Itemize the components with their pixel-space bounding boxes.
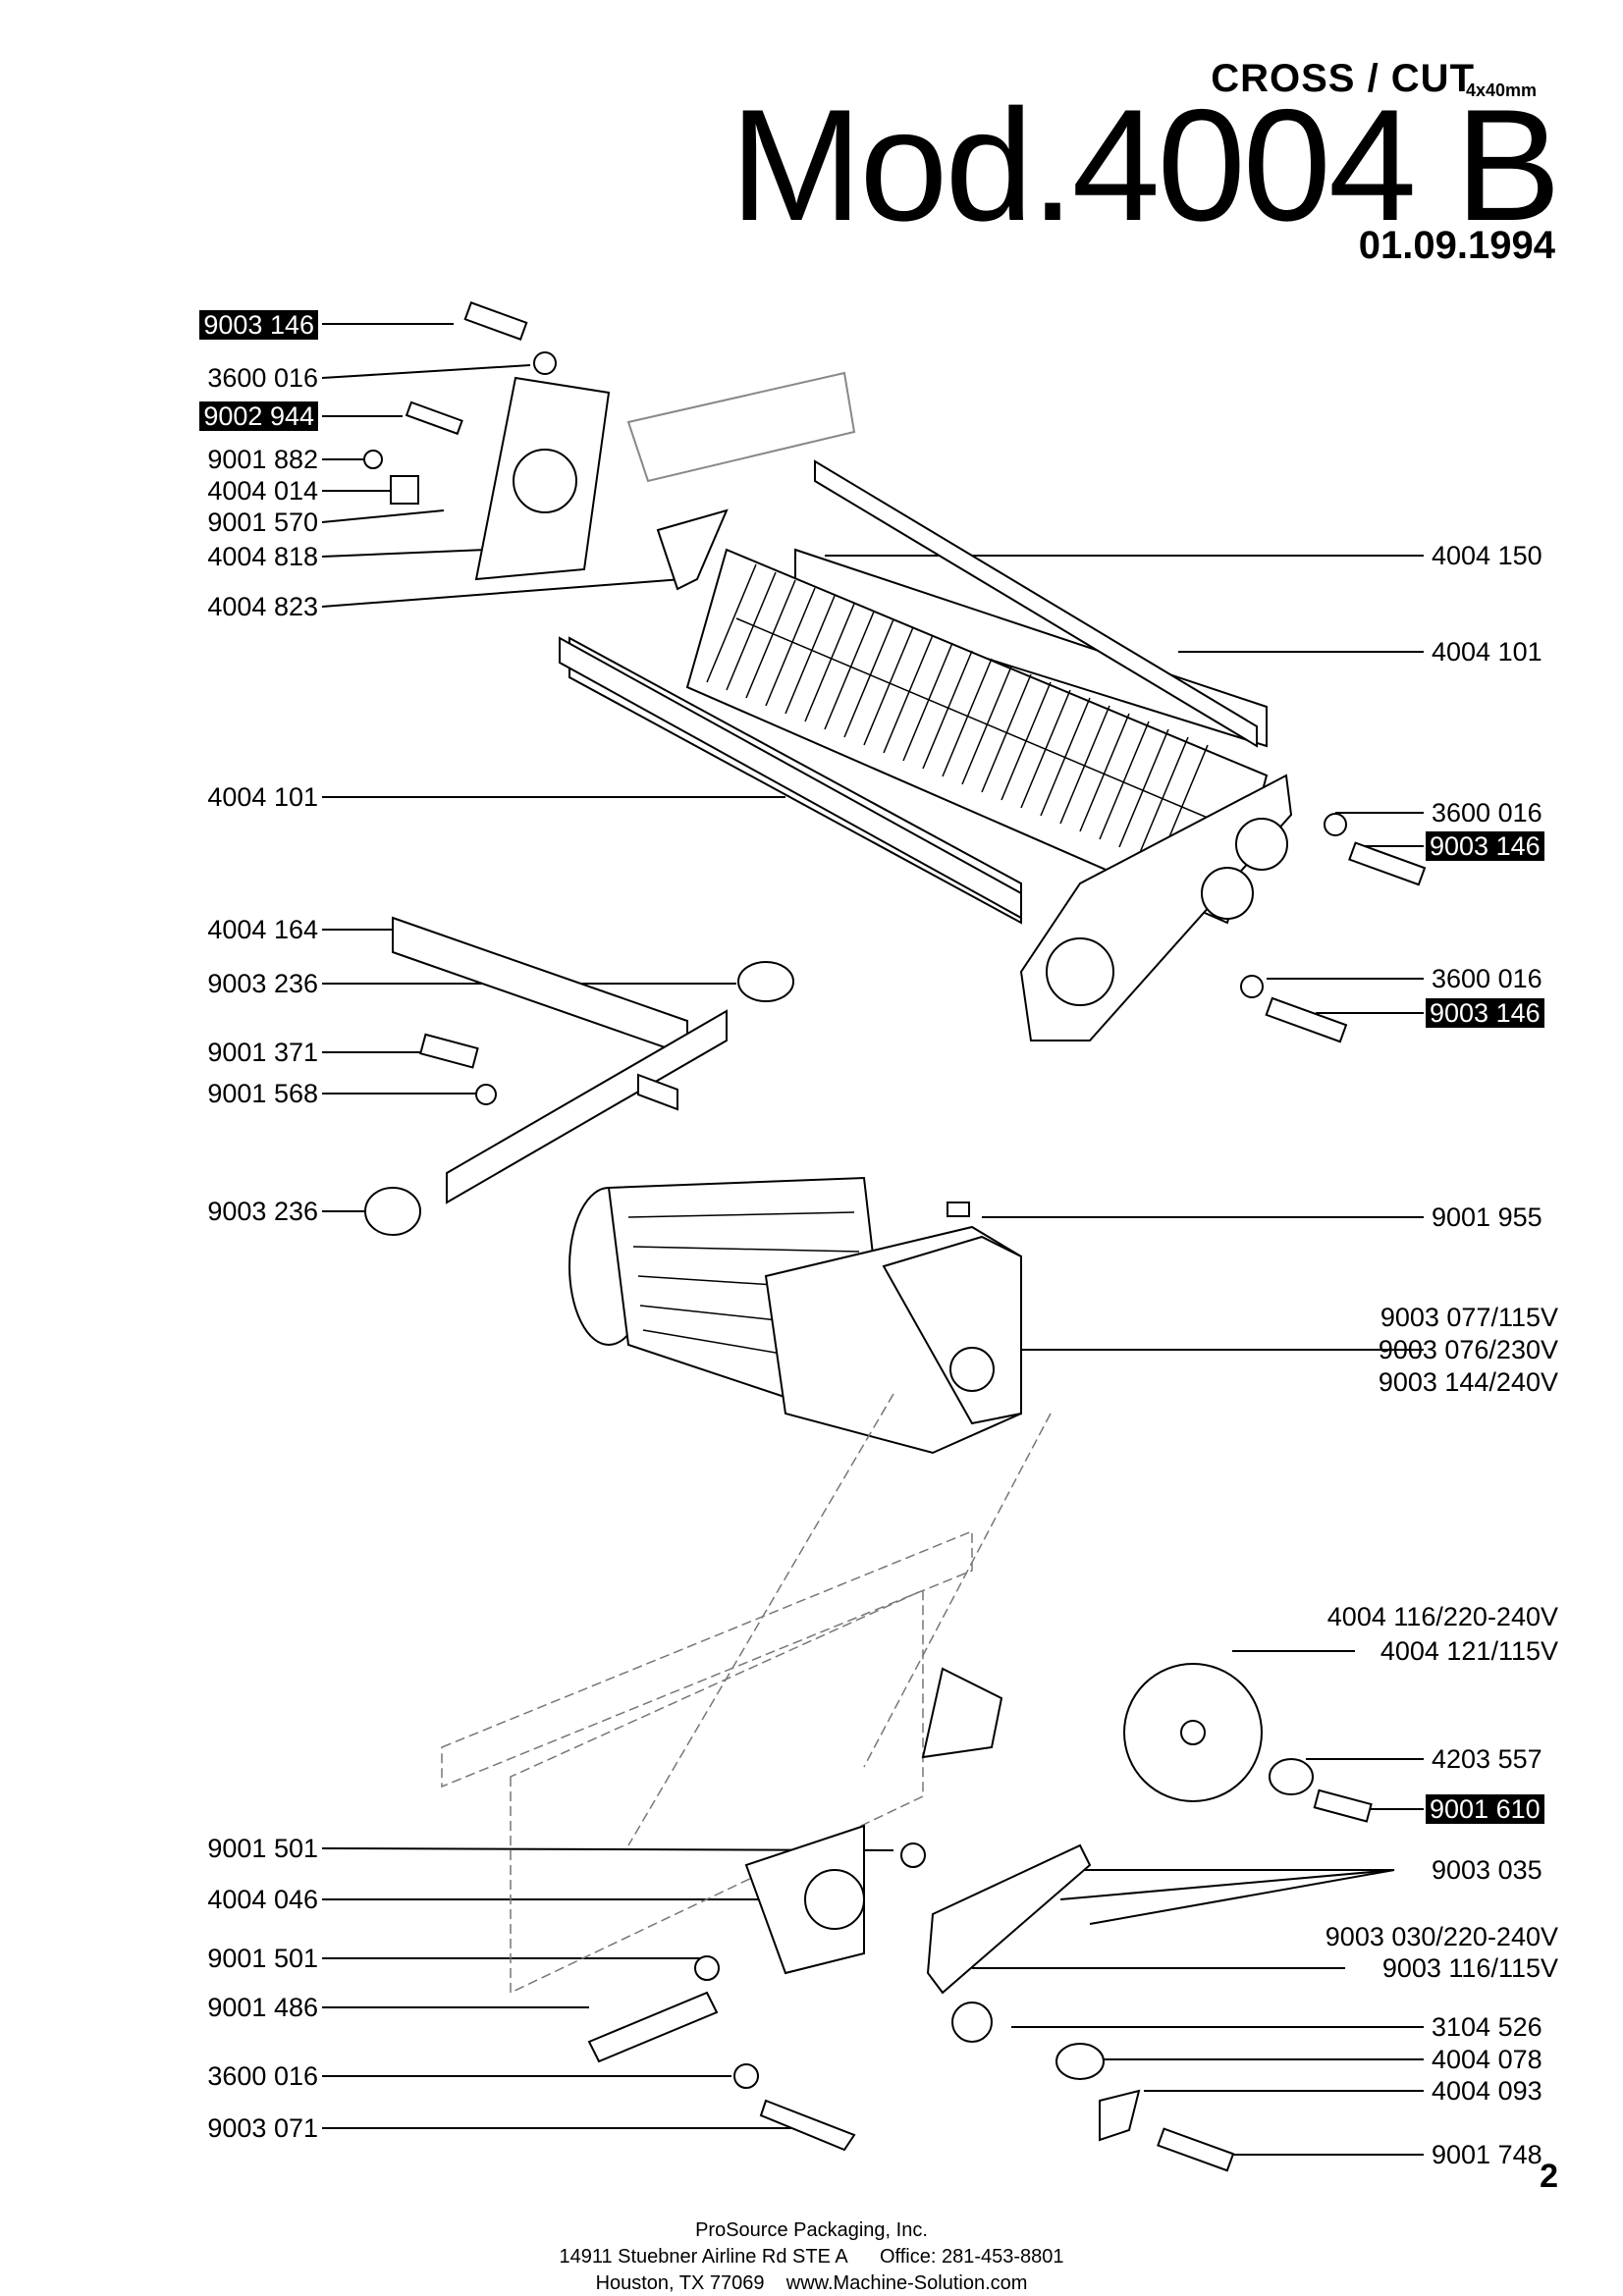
part-label: 4004 101	[207, 782, 318, 812]
part-label: 9001 568	[207, 1079, 318, 1108]
subtitle: CROSS / CUT	[1211, 57, 1475, 100]
part-label: 9001 501	[207, 1834, 318, 1863]
part-label: 9003 071	[207, 2113, 318, 2143]
part-label: 9001 570	[207, 507, 318, 537]
part-label: 9001 501	[207, 1944, 318, 1973]
blade-roll	[685, 548, 1269, 925]
part-label: 4004 116/220-240V	[1326, 1602, 1558, 1631]
part-label: 4004 150	[1432, 541, 1542, 570]
part-label: 4203 557	[1432, 1744, 1542, 1774]
part-label: 9001 955	[1432, 1202, 1542, 1232]
cutter-assembly	[363, 301, 1427, 1043]
part-label: 9003 146	[1426, 831, 1544, 861]
part-label: 9003 077/115V	[1380, 1303, 1558, 1332]
part-label: 4004 093	[1432, 2076, 1542, 2106]
footer-city: Houston, TX 77069 www.Machine-Solution.c…	[595, 2272, 1028, 2294]
part-label: 3600 016	[1432, 798, 1542, 828]
part-label: 9001 882	[207, 445, 318, 474]
size-label: 4x40mm	[1466, 80, 1538, 100]
part-label: 9003 144/240V	[1378, 1367, 1558, 1397]
part-label: 9001 748	[1432, 2140, 1542, 2169]
part-label: 9002 944	[199, 401, 318, 431]
part-label: 4004 046	[207, 1885, 318, 1914]
model-title: Mod.4004 B	[730, 77, 1561, 254]
part-label: 4004 164	[207, 915, 318, 944]
part-label: 9003 116/115V	[1381, 1953, 1558, 1983]
part-label: 4004 121/115V	[1380, 1636, 1558, 1666]
part-label: 9001 610	[1426, 1794, 1544, 1824]
page-number: 2	[1540, 2158, 1558, 2195]
part-label: 9001 486	[207, 1993, 318, 2022]
footer: ProSource Packaging, Inc. 14911 Stuebner…	[0, 2217, 1623, 2296]
part-label: 4004 101	[1432, 637, 1542, 667]
part-label: 4004 823	[207, 592, 318, 621]
part-label: 9003 146	[199, 310, 318, 340]
part-label: 3600 016	[207, 363, 318, 393]
part-label: 4004 014	[207, 476, 318, 506]
part-label: 9001 371	[207, 1038, 318, 1067]
part-label: 3600 016	[1432, 964, 1542, 993]
footer-address: 14911 Stuebner Airline Rd STE A Office: …	[559, 2246, 1064, 2268]
part-label: 4004 818	[207, 542, 318, 571]
part-label: 3600 016	[207, 2061, 318, 2091]
part-label: 9003 146	[1426, 998, 1544, 1028]
sprocket	[587, 1663, 1373, 2172]
part-label: 3104 526	[1432, 2012, 1542, 2042]
date-label: 01.09.1994	[1358, 224, 1555, 267]
part-label: 9003 076/230V	[1378, 1335, 1558, 1364]
lower-frame	[441, 1393, 1052, 1995]
footer-company: ProSource Packaging, Inc.	[695, 2219, 928, 2241]
part-label: 9003 035	[1432, 1855, 1542, 1885]
part-label: 4004 078	[1432, 2045, 1542, 2074]
part-label: 9003 030/220-240V	[1325, 1922, 1558, 1951]
motor	[568, 1176, 1022, 1455]
part-label: 9003 236	[207, 969, 318, 998]
bracket	[364, 916, 794, 1236]
part-label: 9003 236	[207, 1197, 318, 1226]
